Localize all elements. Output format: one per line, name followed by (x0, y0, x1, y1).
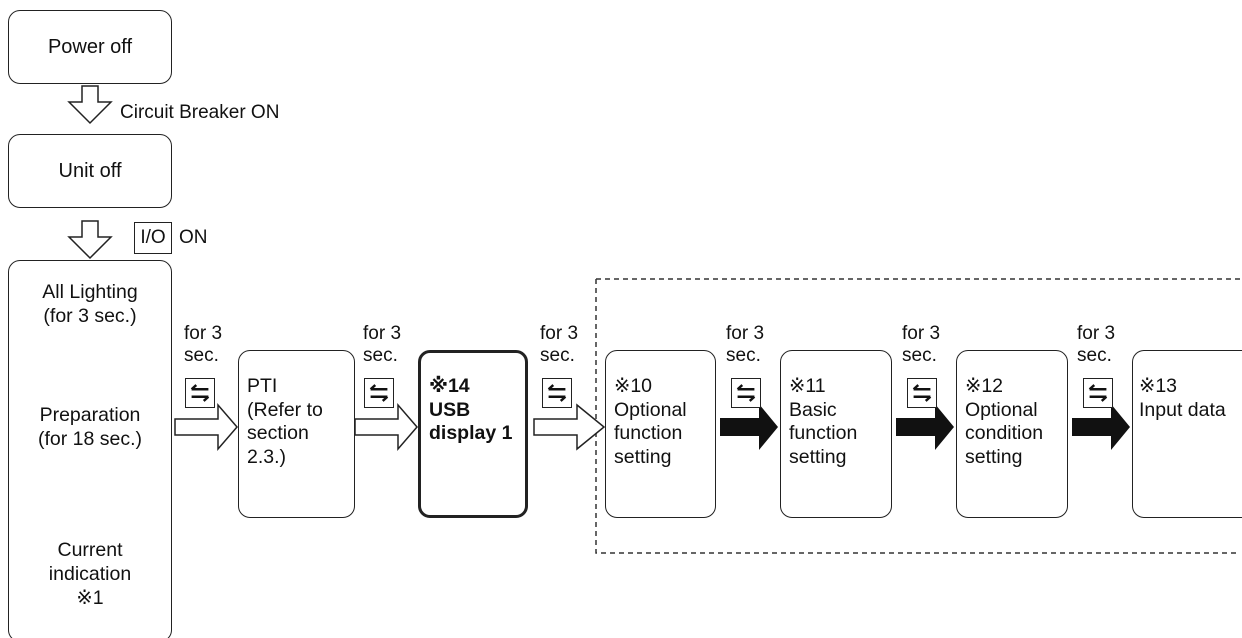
solid-arrow-icon (1072, 404, 1130, 450)
switch-arrows-icon (185, 378, 215, 408)
preparation-text: Preparation (for 18 sec.) (37, 404, 143, 450)
all-lighting-text: All Lighting (for 3 sec.) (42, 281, 138, 327)
down-arrow-icon (67, 85, 113, 125)
switch-arrows-icon (907, 378, 937, 408)
startup-column-box (8, 260, 172, 638)
usb-display-box: ※14 USB display 1 (418, 350, 528, 518)
unit-off-box: Unit off (8, 134, 172, 208)
io-on-label: ON (179, 227, 208, 248)
solid-arrow-icon (896, 404, 954, 450)
down-arrow-icon (67, 220, 113, 260)
switch-arrows-icon (1083, 378, 1113, 408)
optional-condition-box: ※12 Optional condition setting (956, 350, 1068, 518)
switch-arrows-icon (731, 378, 761, 408)
settings-region-dashed-border (595, 278, 1240, 554)
input-data-box: ※13 Input data (1132, 350, 1242, 518)
circuit-breaker-label: Circuit Breaker ON (120, 102, 280, 123)
hollow-arrow-icon (174, 402, 238, 452)
solid-arrow-icon (720, 404, 778, 450)
unit-off-label: Unit off (58, 159, 122, 182)
pti-box: PTI (Refer to section 2.3.) (238, 350, 355, 518)
switch-arrows-icon (364, 378, 394, 408)
power-off-box: Power off (8, 10, 172, 84)
power-off-label: Power off (47, 35, 133, 58)
optional-function-box: ※10 Optional function setting (605, 350, 716, 518)
io-key-label: I/O (140, 227, 166, 248)
basic-function-box: ※11 Basic function setting (780, 350, 892, 518)
switch-arrows-icon (542, 378, 572, 408)
io-key: I/O (134, 222, 172, 254)
hollow-arrow-icon (533, 403, 606, 451)
current-indication-text: Current indication ※1 (48, 539, 132, 609)
hollow-arrow-icon (354, 402, 418, 452)
